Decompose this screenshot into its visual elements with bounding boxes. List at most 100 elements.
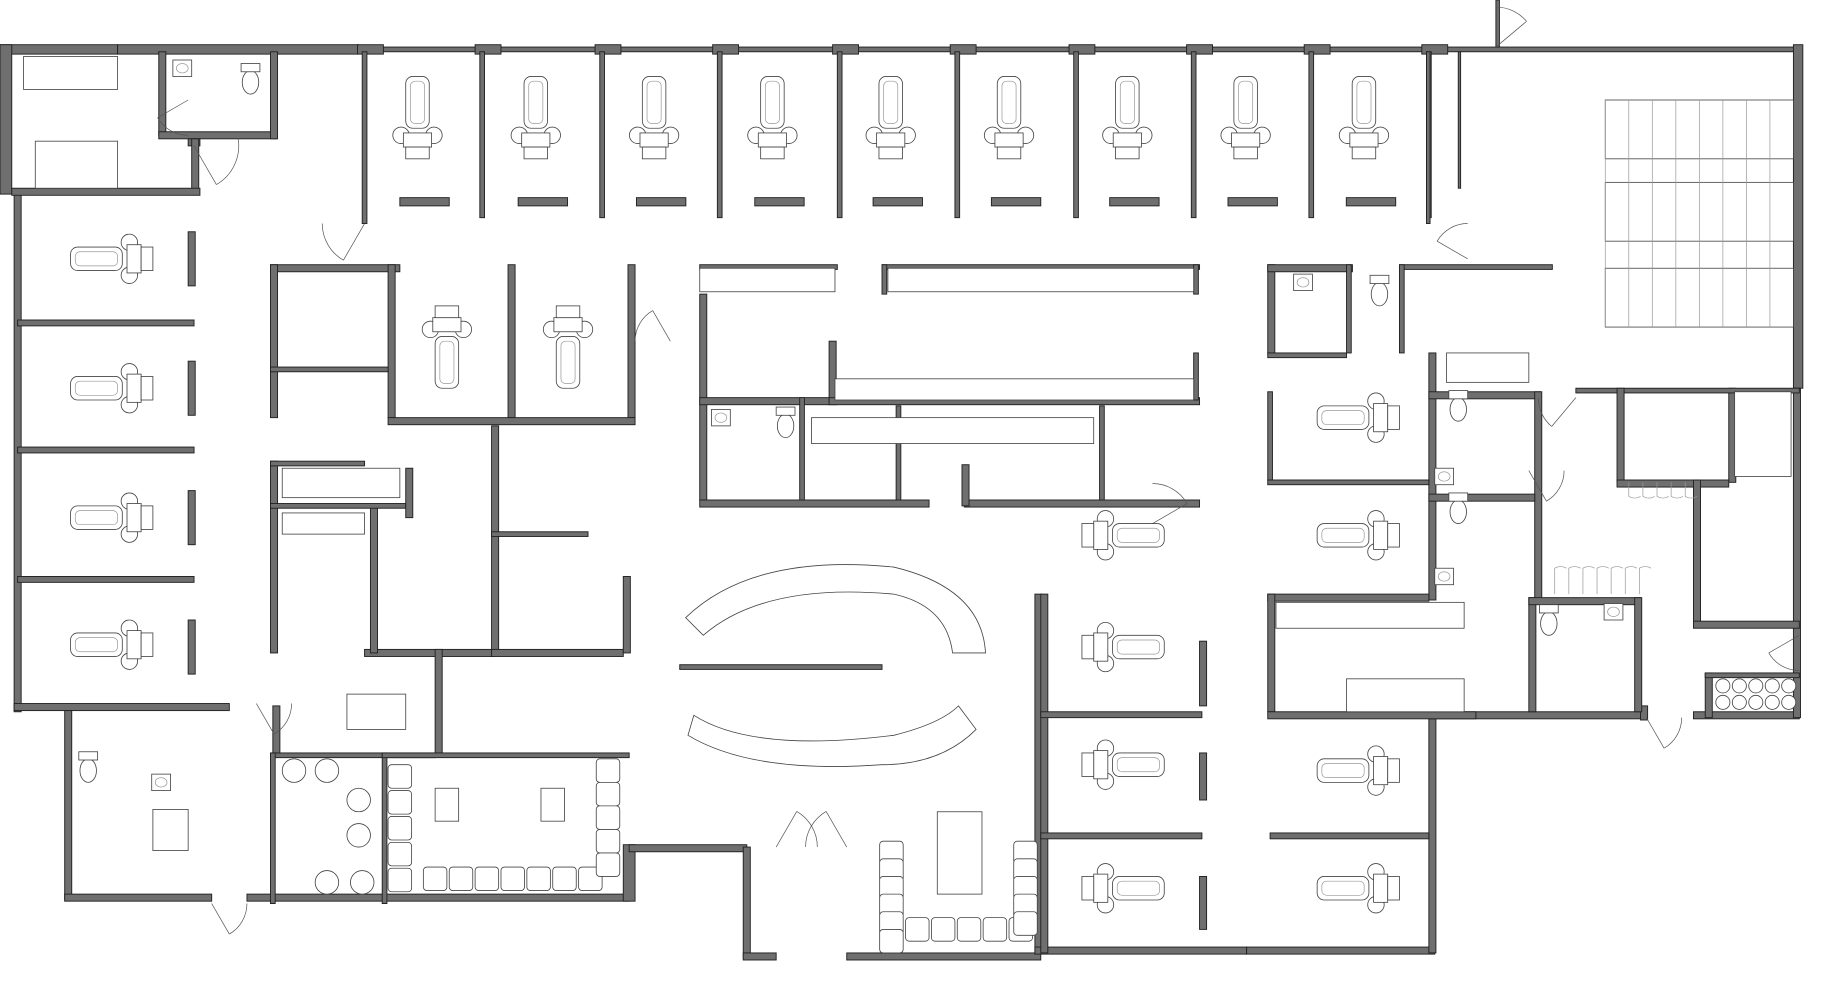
delivery-unit <box>994 132 1024 148</box>
dental-chair-icon <box>1338 76 1390 160</box>
wall <box>961 464 970 507</box>
wall <box>187 360 196 416</box>
chair-icon <box>448 866 474 891</box>
wall <box>491 648 624 657</box>
chair-icon <box>956 917 982 942</box>
wall <box>357 44 384 55</box>
wall <box>1616 479 1730 488</box>
delivery-unit <box>1093 873 1109 903</box>
desk-icon <box>834 378 1195 401</box>
wall <box>1040 593 1049 954</box>
basin <box>154 777 168 788</box>
sink-icon <box>1603 603 1624 621</box>
desk-icon <box>281 467 401 499</box>
lounge-chair-icon <box>350 870 375 895</box>
lounge-chair-icon <box>314 870 340 895</box>
locker-icon <box>1781 694 1797 710</box>
wall <box>599 51 605 219</box>
stair-step <box>1554 566 1567 595</box>
wall <box>1199 640 1208 707</box>
cabinet <box>1081 752 1095 777</box>
cabinet <box>555 305 581 319</box>
chair-seat <box>1116 757 1160 773</box>
wall <box>272 705 281 754</box>
basin <box>176 63 189 74</box>
cabinet <box>878 146 903 160</box>
wall <box>635 197 687 207</box>
door-swing-icon <box>157 99 189 136</box>
toilet-icon <box>241 70 260 95</box>
delivery-unit <box>1373 403 1389 433</box>
chair-body <box>1316 876 1370 901</box>
wall <box>1428 493 1536 502</box>
wall <box>64 710 73 901</box>
door-swing-icon <box>1646 717 1683 749</box>
delivery-unit <box>1093 632 1109 662</box>
wall <box>1692 620 1800 629</box>
dental-chair-icon <box>1220 76 1271 160</box>
chair-seat <box>1321 410 1365 426</box>
wall <box>1616 387 1625 483</box>
stair-step <box>1582 566 1595 595</box>
locker-icon <box>1781 678 1797 694</box>
wall <box>1073 51 1079 219</box>
desk-icon <box>699 267 836 293</box>
chair-body <box>70 505 123 530</box>
chair-icon <box>930 917 956 942</box>
dental-chair-icon <box>1316 745 1400 796</box>
wall <box>742 952 777 961</box>
chair-seat <box>1321 527 1365 543</box>
wall <box>0 44 119 55</box>
door-swing-icon <box>321 223 365 261</box>
wall <box>1267 391 1273 481</box>
wall <box>1068 44 1096 55</box>
wall <box>712 44 740 55</box>
chair-body <box>1351 76 1377 129</box>
dental-chair-icon <box>747 76 798 160</box>
chair-body <box>641 76 667 129</box>
wall <box>187 619 196 675</box>
table-icon <box>434 787 460 822</box>
door-swing-icon <box>193 138 240 185</box>
walls <box>0 0 1804 961</box>
chair-body <box>1316 758 1370 783</box>
basin <box>1296 277 1310 288</box>
chair-seat <box>528 80 544 124</box>
chair-icon <box>905 917 930 942</box>
door-swing-icon <box>211 903 248 935</box>
toilet-icon <box>1370 281 1389 307</box>
chair-seat <box>410 80 425 124</box>
chair-icon <box>595 805 621 830</box>
delivery-unit <box>126 373 142 403</box>
wall <box>1193 264 1199 295</box>
wall <box>1792 44 1804 389</box>
chair-seat <box>1238 80 1254 124</box>
cabinet <box>140 632 154 657</box>
wall <box>949 44 977 55</box>
chair-body <box>405 76 430 129</box>
cabinet <box>1081 523 1095 548</box>
dental-chair-icon <box>1316 863 1400 914</box>
chair-icon <box>526 866 551 891</box>
chair-seat <box>883 80 899 124</box>
wall <box>1199 876 1208 930</box>
wall <box>699 293 708 501</box>
delivery-unit <box>1373 520 1389 550</box>
rug <box>936 811 983 895</box>
wall <box>1267 264 1276 354</box>
wall <box>405 467 414 519</box>
wall <box>836 51 843 219</box>
delivery-unit <box>1112 132 1142 148</box>
delivery-unit <box>1093 750 1109 780</box>
wall <box>1457 51 1462 189</box>
wall <box>1345 197 1397 207</box>
wall <box>270 264 401 273</box>
chair-seat <box>74 637 118 653</box>
wall <box>1040 832 1203 840</box>
delivery-unit <box>1231 132 1261 148</box>
wall <box>1269 832 1430 840</box>
chair-icon <box>982 917 1008 942</box>
wall <box>270 366 389 373</box>
toilet-tank <box>1448 390 1469 400</box>
dental-chair-icon <box>542 305 594 389</box>
